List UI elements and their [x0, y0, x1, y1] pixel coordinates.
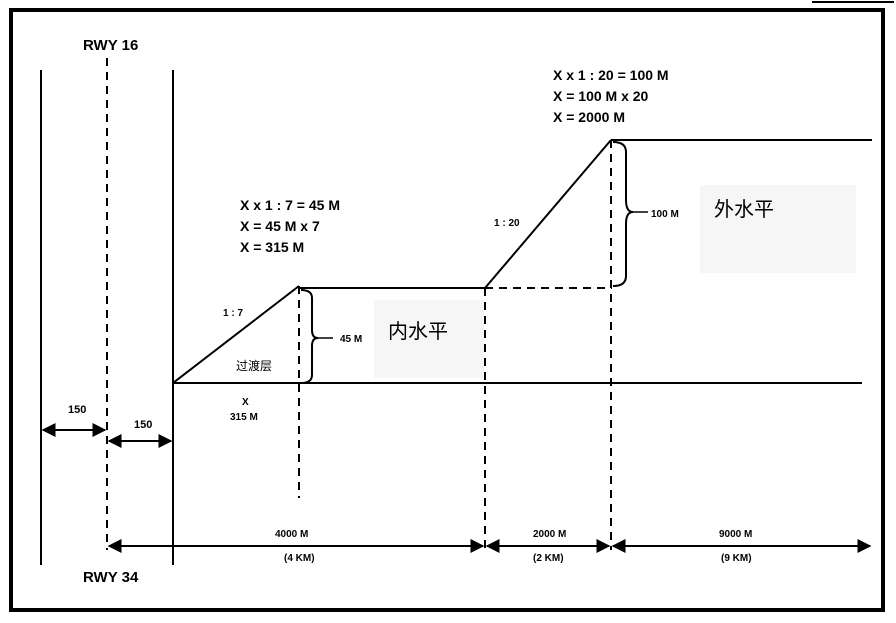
distance-km-9000: (9 KM)	[721, 553, 752, 564]
rwy16-label: RWY 16	[83, 37, 138, 54]
distance-km-2000: (2 KM)	[533, 553, 564, 564]
inner-horizontal-box	[374, 300, 484, 378]
inner-horizontal-label: 内水平	[388, 319, 448, 343]
transitional-equation-3: X = 315 M	[240, 239, 304, 255]
transitional-slope-line	[172, 285, 300, 384]
distance-value-4000: 4000 M	[275, 529, 308, 540]
outer-equation-3: X = 2000 M	[553, 109, 625, 125]
distance-value-2000: 2000 M	[533, 529, 566, 540]
transitional-equation-1: X x 1 : 7 = 45 M	[240, 197, 340, 213]
outer-equation-1: X x 1 : 20 = 100 M	[553, 67, 669, 83]
offset-label-1: 150	[68, 404, 86, 416]
transitional-equation-2: X = 45 M x 7	[240, 218, 320, 234]
height-label-45: 45 M	[340, 334, 362, 345]
outer-equation-2: X = 100 M x 20	[553, 88, 649, 104]
rwy34-label: RWY 34	[83, 569, 139, 586]
outer-horizontal-box	[700, 185, 856, 273]
outer-horizontal-label: 外水平	[714, 197, 774, 221]
transitional-slope-label: 1 : 7	[223, 308, 243, 319]
conical-slope-label: 1 : 20	[494, 218, 520, 229]
conical-slope-line	[484, 139, 612, 289]
offset-label-2: 150	[134, 419, 152, 431]
transitional-layer-label: 过渡层	[236, 358, 272, 373]
distance-km-4000: (4 KM)	[284, 553, 315, 564]
height-label-100: 100 M	[651, 209, 679, 220]
transitional-x-label: X	[242, 397, 249, 408]
transitional-x-value: 315 M	[230, 412, 258, 423]
distance-value-9000: 9000 M	[719, 529, 752, 540]
